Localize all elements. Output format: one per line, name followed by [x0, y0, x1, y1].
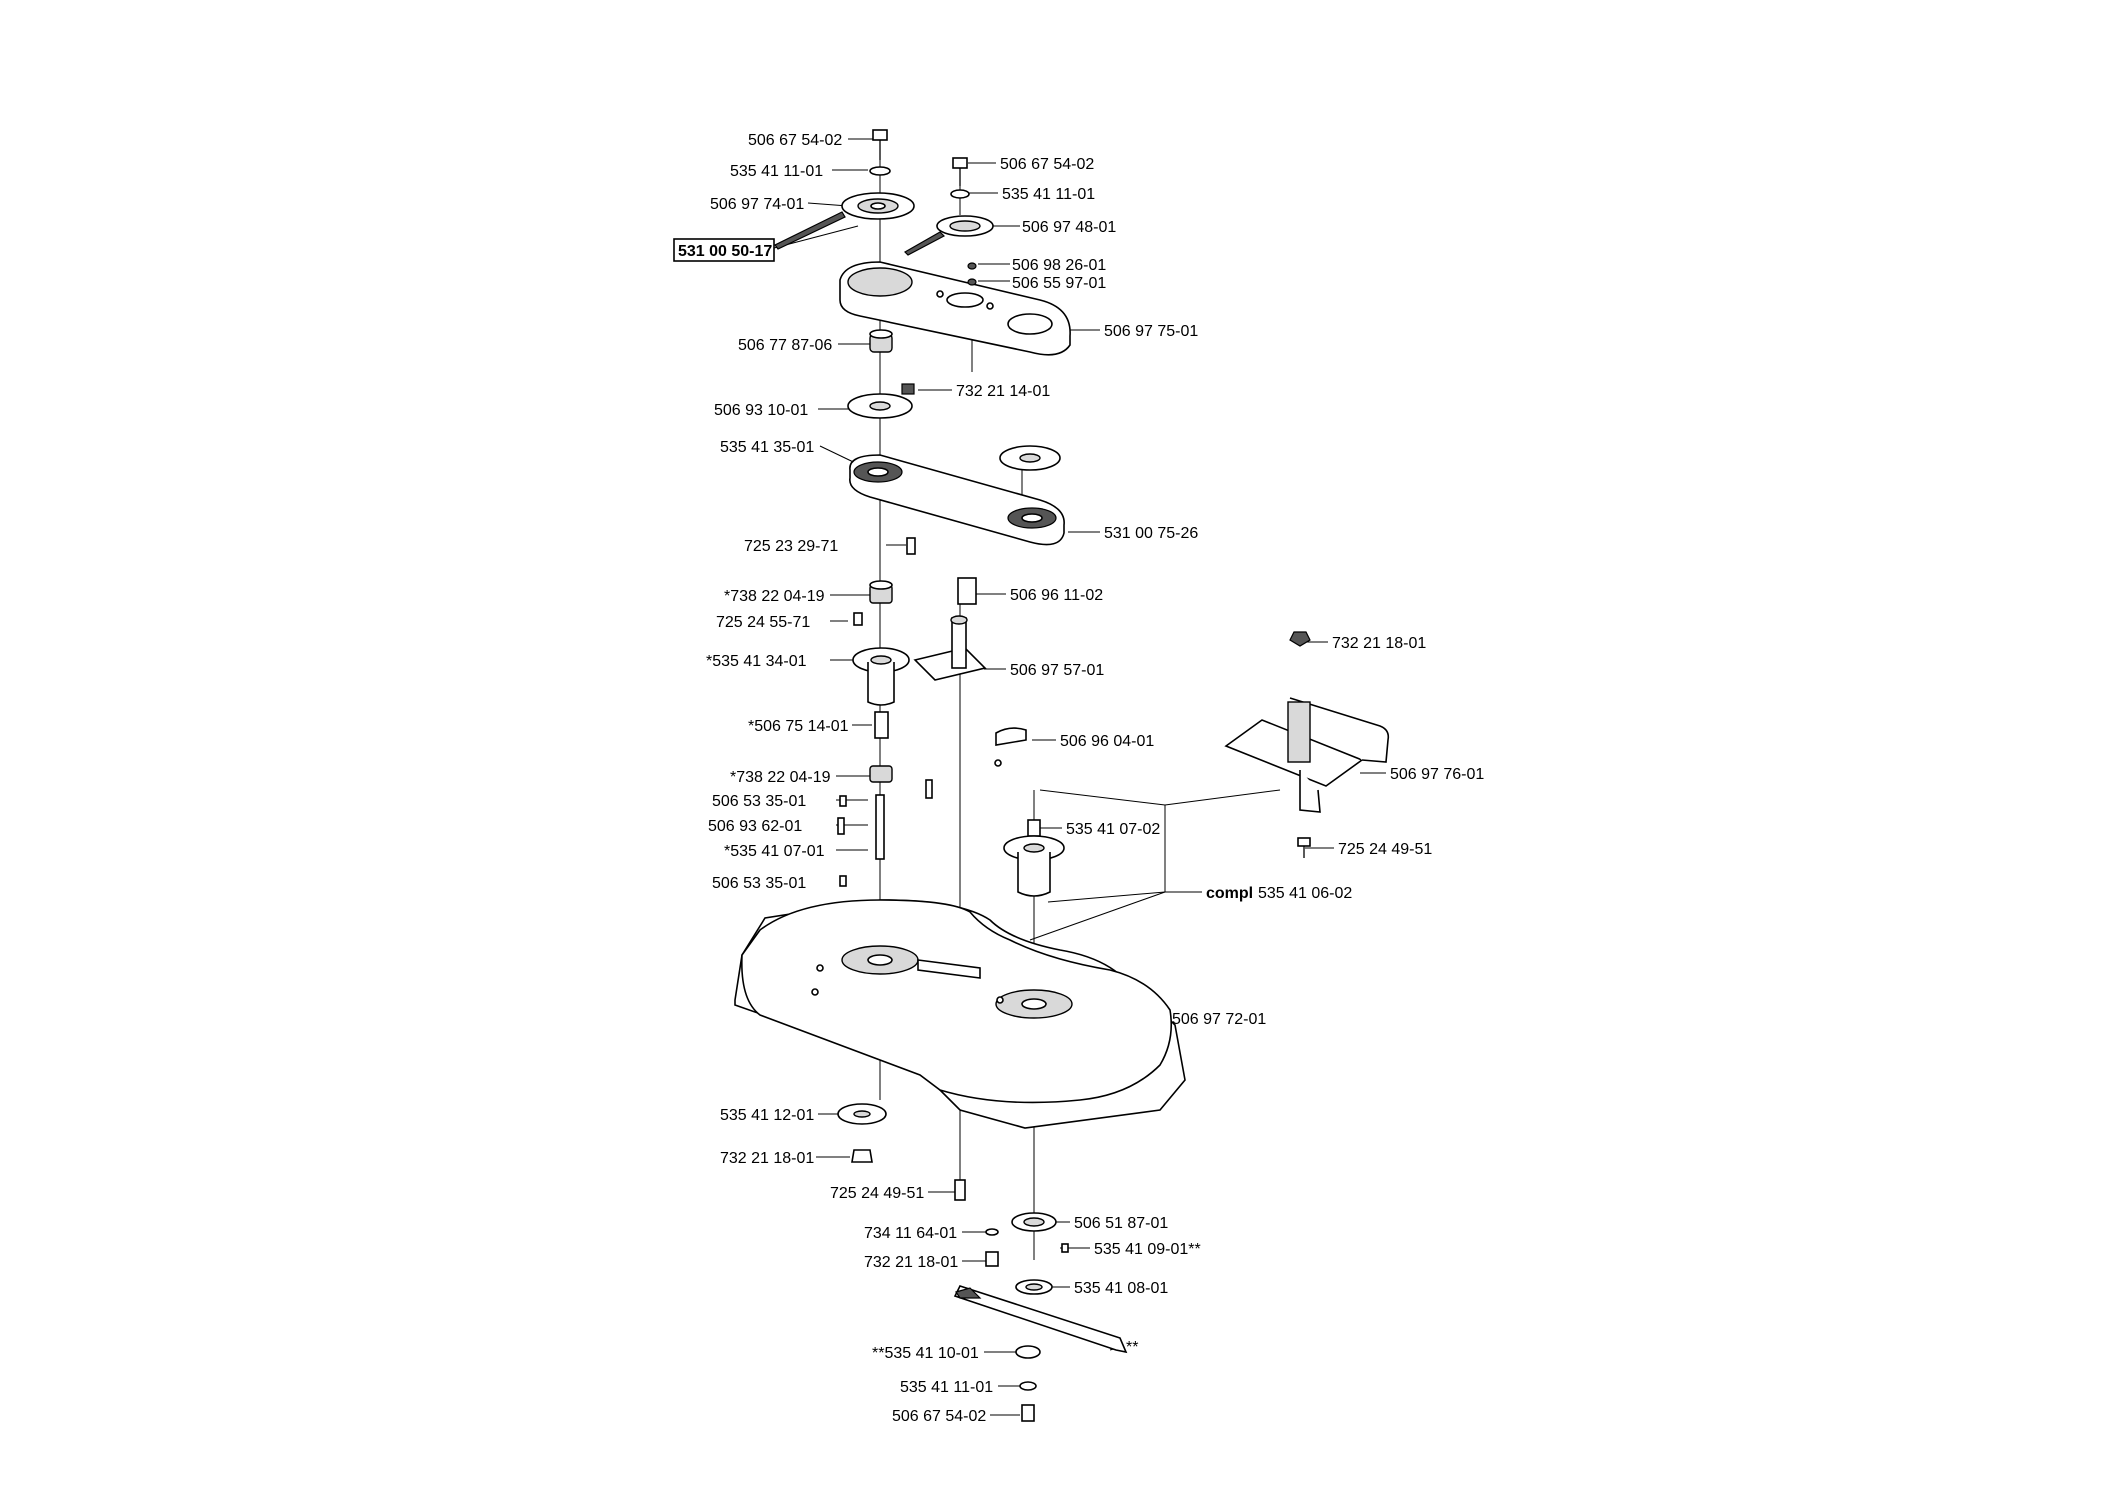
side-bracket — [1224, 631, 1390, 858]
label-toothed-pulley: 535 41 35-01 — [720, 439, 814, 456]
label-pin-lower: 506 53 35-01 — [712, 875, 806, 892]
boxed-label-frame — [673, 238, 775, 262]
nut-icon — [901, 383, 915, 395]
label-idler-bolt: 506 67 54-02 — [1000, 156, 1094, 173]
bolt-icon — [1297, 837, 1311, 847]
bearing-icon — [869, 765, 893, 783]
label-lower-nut: 732 21 18-01 — [720, 1150, 814, 1167]
label-cover-screw: 506 98 26-01 — [1012, 257, 1106, 274]
label-idler-washer: 535 41 11-01 — [1002, 186, 1095, 203]
nut-icon — [851, 1149, 873, 1163]
label-top-bolt: 506 67 54-02 — [748, 132, 842, 149]
upper-bolts-and-pulleys — [774, 129, 994, 256]
label-bottom-bolt: 506 67 54-02 — [892, 1408, 986, 1425]
spacers-and-hubs — [847, 329, 1061, 471]
label-shaft: *506 75 14-01 — [748, 718, 849, 735]
label-side-bracket: 506 97 76-01 — [1390, 766, 1484, 783]
bolt-icon — [954, 1179, 966, 1201]
label-bushing: 506 51 87-01 — [1074, 1215, 1168, 1232]
label-slider: 506 96 04-01 — [1060, 733, 1154, 750]
label-compl-part: 535 41 06-02 — [1258, 885, 1352, 902]
label-plate: 535 41 12-01 — [720, 1107, 814, 1124]
washer-icon — [869, 166, 891, 176]
label-hub-plate: 506 93 10-01 — [714, 402, 808, 419]
center-bracket — [913, 615, 1027, 767]
label-spacer: 506 77 87-06 — [738, 337, 832, 354]
mower-deck — [734, 899, 1186, 1129]
label-pin-upper: 506 53 35-01 — [712, 793, 806, 810]
label-blade-hub: 535 41 08-01 — [1074, 1280, 1168, 1297]
label-side-bolt: 725 24 49-51 — [1338, 841, 1432, 858]
label-blade-note: ** — [1126, 1339, 1138, 1356]
right-spindle — [1003, 819, 1065, 897]
washer-icon — [985, 1228, 999, 1236]
washer-icon — [950, 189, 970, 199]
label-blade-washer: **535 41 10-01 — [872, 1345, 979, 1362]
label-side-nut: 732 21 18-01 — [1332, 635, 1426, 652]
label-bearing-lower: *738 22 04-19 — [730, 769, 831, 786]
lower-hardware — [837, 1103, 1069, 1295]
screw-icon — [853, 612, 863, 626]
label-nut: 732 21 14-01 — [956, 383, 1050, 400]
label-compl-prefix: compl — [1206, 885, 1253, 902]
label-spindle-right: 535 41 07-02 — [1066, 821, 1160, 838]
label-idler-pulley: 506 97 48-01 — [1022, 219, 1116, 236]
label-bottom-washer: 535 41 11-01 — [900, 1379, 993, 1396]
label-small-screw: 725 23 29-71 — [744, 538, 838, 555]
label-blade-pin: 535 41 09-01** — [1094, 1241, 1201, 1258]
toothed-belt — [849, 454, 1065, 546]
label-spindle-housing-left: *535 41 34-01 — [706, 653, 807, 670]
label-bracket: 506 97 57-01 — [1010, 662, 1104, 679]
left-spindle — [837, 537, 977, 887]
bolt-icon — [952, 157, 968, 169]
belt-cover — [839, 261, 1071, 356]
label-cover-washer: 506 55 97-01 — [1012, 275, 1106, 292]
label-bearing-upper: *738 22 04-19 — [724, 588, 825, 605]
label-blade-nut: 732 21 18-01 — [864, 1254, 958, 1271]
label-toothed-belt: 531 00 75-26 — [1104, 525, 1198, 542]
nut-icon — [985, 1251, 999, 1267]
bolt-icon — [1021, 1404, 1035, 1422]
belt-strand-icon — [774, 211, 846, 250]
belt-strand-icon — [904, 231, 945, 256]
label-main-pulley: 506 97 74-01 — [710, 196, 804, 213]
label-set-screw: 725 24 55-71 — [716, 614, 810, 631]
label-belt-cover: 506 97 75-01 — [1104, 323, 1198, 340]
cutter-blade — [953, 1285, 1128, 1422]
label-key: 506 93 62-01 — [708, 818, 802, 835]
label-belt-boxed: 531 00 50-17 — [678, 243, 772, 260]
part-labels: 506 67 54-02 535 41 11-01 506 97 74-01 5… — [678, 132, 1484, 1425]
label-deck: 506 97 72-01 — [1172, 1011, 1266, 1028]
label-spindle-shaft-left: *535 41 07-01 — [724, 843, 825, 860]
label-lower-washer: 734 11 64-01 — [864, 1225, 957, 1242]
label-lower-bolt: 725 24 49-51 — [830, 1185, 924, 1202]
label-top-washer: 535 41 11-01 — [730, 163, 823, 180]
bolt-icon — [872, 129, 888, 141]
label-center-spacer: 506 96 11-02 — [1010, 587, 1103, 604]
